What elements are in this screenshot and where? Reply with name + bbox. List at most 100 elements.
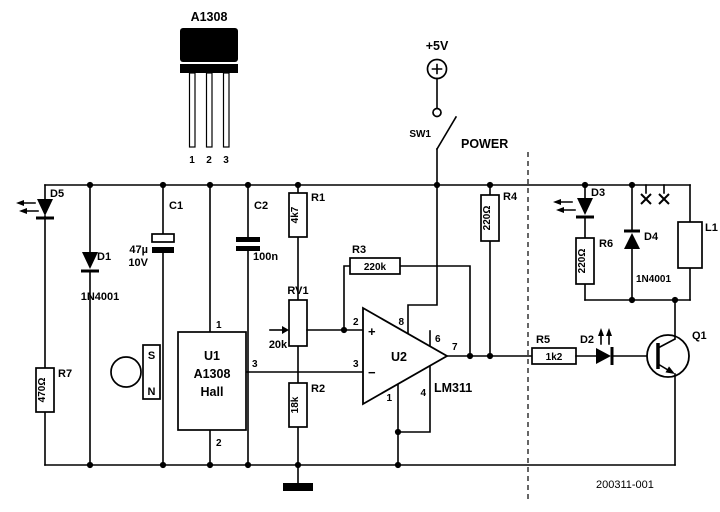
- u1-body: [177, 331, 247, 431]
- u2-pin2: 2: [353, 317, 359, 328]
- r7-value: 470Ω: [37, 378, 48, 403]
- d3-led-icon: [577, 198, 593, 215]
- d5-emission-arrows: [23, 202, 39, 212]
- r6-label: R6: [599, 238, 613, 250]
- u1-pin2: 2: [216, 438, 222, 449]
- c2-plate-bottom: [236, 246, 260, 251]
- d1-diode-icon: [82, 252, 98, 269]
- hall-sensor-u1: U1 A1308 Hall 1 2 3 S N: [110, 184, 364, 466]
- d4-label: D4: [644, 231, 659, 243]
- package-pin3-label: 3: [223, 155, 229, 166]
- package-pin1-label: 1: [189, 155, 195, 166]
- r7-label: R7: [58, 368, 72, 380]
- ground-symbol: [283, 464, 313, 491]
- u2-pin7: 7: [452, 342, 458, 353]
- package-collar: [180, 64, 238, 73]
- pullup-r4: R4 220Ω: [480, 184, 518, 357]
- q1-emitter-arrow: [665, 366, 675, 374]
- u1-pin3: 3: [252, 359, 258, 370]
- threshold-divider: R1 4k7 RV1 20k R2 18k: [269, 184, 364, 466]
- r3-wires: [343, 265, 471, 357]
- r5-value: 1k2: [546, 352, 563, 363]
- c1-value: 47µ: [129, 244, 148, 256]
- r4-resistor: [480, 194, 500, 242]
- u2-pin3: 3: [353, 359, 359, 370]
- r2-label: R2: [311, 383, 325, 395]
- q1-emitter: [656, 362, 676, 466]
- v5-label: +5V: [426, 39, 449, 53]
- comparator-u2: + − 2 3 8 6 7 1 4 U2 LM311: [353, 184, 533, 466]
- r7-resistor: [35, 367, 55, 413]
- u2-opamp-triangle: [362, 306, 449, 406]
- sw1-label: SW1: [409, 129, 431, 140]
- l1-relay-coil: [677, 221, 703, 269]
- driver-stage: R5 1k2 D2 Q1: [531, 299, 707, 466]
- c1-plus-plate: [151, 233, 175, 243]
- d2-emission-arrows: [600, 335, 610, 345]
- package-body: [180, 28, 238, 62]
- rv1-potentiometer: [288, 299, 308, 347]
- d5-led-icon: [37, 199, 53, 216]
- u2-minus-input: −: [368, 365, 376, 380]
- power-supply: +5V SW1 POWER: [409, 39, 508, 186]
- c2-value: 100n: [253, 251, 278, 263]
- ground-bar-icon: [283, 483, 313, 491]
- r4-label: R4: [503, 191, 518, 203]
- d4-diode-icon: [624, 233, 640, 249]
- u2-pin8-wire: [407, 184, 438, 335]
- package-pin2-label: 2: [206, 155, 212, 166]
- feedback-r3: R3 220k: [343, 244, 471, 357]
- power-label: POWER: [461, 137, 508, 151]
- r4-value: 220Ω: [482, 206, 493, 231]
- package-leg-3: [222, 72, 230, 148]
- r1-resistor: [288, 192, 308, 238]
- u1-part: A1308: [194, 367, 231, 381]
- relay-contact-x-icons: [640, 193, 670, 205]
- u2-plus-input: +: [368, 324, 376, 339]
- doc-number: 200311-001: [596, 479, 654, 491]
- u2-pin4: 4: [420, 388, 426, 399]
- d5-label: D5: [50, 188, 64, 200]
- d3-label: D3: [591, 187, 605, 199]
- c2-plate-top: [236, 237, 260, 242]
- u2-pin4-wire: [397, 365, 431, 433]
- led-d5-branch: D5 R7 470Ω: [16, 184, 72, 466]
- d1-value: 1N4001: [81, 291, 120, 303]
- u1-function: Hall: [201, 385, 224, 399]
- switch-blade: [435, 115, 458, 151]
- r3-resistor: [349, 257, 401, 275]
- u2-pin6: 6: [435, 334, 441, 345]
- c1-voltage: 10V: [128, 257, 148, 269]
- package-leg-2: [205, 72, 213, 148]
- diode-d1-branch: D1 1N4001: [81, 184, 120, 466]
- magnet-rotor-icon: [110, 356, 142, 388]
- r1-value: 4k7: [290, 206, 301, 223]
- r6-value: 220Ω: [577, 249, 588, 274]
- r1-label: R1: [311, 192, 325, 204]
- u1-wires: [209, 184, 364, 466]
- r5-label: R5: [536, 334, 550, 346]
- supply-plus-icon: [431, 63, 443, 75]
- package-title: A1308: [191, 10, 228, 24]
- capacitor-c2: C2 100n: [236, 184, 278, 466]
- package-leg-1: [188, 72, 196, 148]
- q1-label: Q1: [692, 330, 707, 342]
- sensor-package-drawing: A1308 1 2 3: [180, 10, 238, 166]
- relay-section: D3 R6 220Ω D4 1N4001 L1: [553, 184, 718, 301]
- u2-label: U2: [391, 350, 407, 364]
- junction-dots: [86, 181, 679, 469]
- r2-value: 18k: [290, 396, 301, 413]
- d2-led-icon: [596, 348, 611, 364]
- d4-value: 1N4001: [636, 274, 671, 285]
- c2-label: C2: [254, 200, 268, 212]
- c1-label: C1: [169, 200, 183, 212]
- r3-value: 220k: [364, 262, 387, 273]
- rv1-label: RV1: [287, 285, 308, 297]
- u1-pin1: 1: [216, 320, 222, 331]
- magnet-north: N: [148, 386, 156, 398]
- magnet-south: S: [148, 350, 155, 362]
- u1-label: U1: [204, 349, 220, 363]
- d3-emission-arrows: [560, 201, 576, 211]
- rv1-value: 20k: [269, 339, 288, 351]
